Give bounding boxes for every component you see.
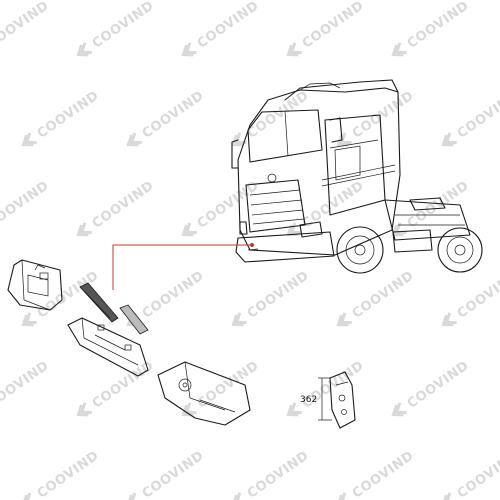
dimension-label: 362 xyxy=(300,395,317,405)
watermark-tile: COOVIND xyxy=(441,88,500,147)
watermark-logo-icon xyxy=(181,222,197,237)
watermark-logo-icon xyxy=(441,312,457,327)
watermark-tile: COOVIND xyxy=(231,88,312,147)
watermark-text: COOVIND xyxy=(0,178,52,231)
watermark-text: COOVIND xyxy=(0,0,52,52)
watermark-tile: COOVIND xyxy=(126,88,207,147)
part-grille-insert xyxy=(79,282,119,323)
watermark-logo-icon xyxy=(231,132,247,147)
watermark-text: COOVIND xyxy=(300,0,367,52)
watermark-text: COOVIND xyxy=(350,268,417,321)
watermark-text: COOVIND xyxy=(245,448,312,500)
watermark-tile: COOVIND xyxy=(181,358,262,417)
watermark-tile: COOVIND xyxy=(21,448,102,500)
watermark-tile: COOVIND xyxy=(21,88,102,147)
watermark-tile: COOVIND xyxy=(336,88,417,147)
part-step-panel xyxy=(157,361,251,426)
watermark-text: COOVIND xyxy=(195,0,262,52)
watermark-tile: COOVIND xyxy=(231,268,312,327)
leader-line xyxy=(112,244,252,290)
part-trim-insert xyxy=(119,304,149,335)
watermark-logo-icon xyxy=(391,402,407,417)
watermark-logo-icon xyxy=(336,132,352,147)
watermark-text: COOVIND xyxy=(140,448,207,500)
watermark-logo-icon xyxy=(76,402,92,417)
watermark-logo-icon xyxy=(126,492,142,500)
truck-illustration xyxy=(231,79,483,274)
watermark-logo-icon xyxy=(21,492,37,500)
watermark-tile: COOVIND xyxy=(76,358,157,417)
watermark-tile: COOVIND xyxy=(76,0,157,57)
watermark-tile: COOVIND xyxy=(181,0,262,57)
watermark-tile: COOVIND xyxy=(336,268,417,327)
watermark-tile: COOVIND xyxy=(0,178,52,231)
watermark-text: COOVIND xyxy=(245,268,312,321)
watermark-text: COOVIND xyxy=(195,358,262,411)
watermark-tile: COOVIND xyxy=(231,448,312,500)
watermark-logo-icon xyxy=(231,312,247,327)
watermark-tile: COOVIND xyxy=(441,448,500,500)
watermark-text: COOVIND xyxy=(140,88,207,141)
part-bumper-panel xyxy=(67,317,149,377)
watermark-text: COOVIND xyxy=(350,88,417,141)
watermark-logo-icon xyxy=(286,42,302,57)
watermark-logo-icon xyxy=(76,42,92,57)
watermark-tile: COOVIND xyxy=(286,0,367,57)
watermark-text: COOVIND xyxy=(90,178,157,231)
part-mounting-bracket: 362 xyxy=(300,371,356,429)
watermark-logo-icon xyxy=(286,402,302,417)
watermark-text: COOVIND xyxy=(350,448,417,500)
watermark-tile: COOVIND xyxy=(391,0,472,57)
watermark-tile: COOVIND xyxy=(391,358,472,417)
watermark-tile: COOVIND xyxy=(76,178,157,237)
watermark-text: COOVIND xyxy=(90,0,157,52)
watermark-tile: COOVIND xyxy=(336,448,417,500)
watermark-tile: COOVIND xyxy=(0,358,52,411)
watermark-logo-icon xyxy=(181,42,197,57)
watermark-tile: COOVIND xyxy=(0,0,52,52)
watermark-logo-icon xyxy=(336,312,352,327)
watermark-tile: COOVIND xyxy=(391,178,472,237)
leader-line-endpoint xyxy=(250,243,254,247)
watermark-logo-icon xyxy=(76,222,92,237)
watermark-logo-icon xyxy=(391,42,407,57)
watermark-logo-icon xyxy=(231,492,247,500)
watermark-text: COOVIND xyxy=(405,358,472,411)
watermark-text: COOVIND xyxy=(455,88,500,141)
watermark-logo-icon xyxy=(21,312,37,327)
watermark-logo-icon xyxy=(441,132,457,147)
watermark-tile: COOVIND xyxy=(441,268,500,327)
watermark-text: COOVIND xyxy=(35,448,102,500)
watermark-text: COOVIND xyxy=(455,448,500,500)
watermark-text: COOVIND xyxy=(405,0,472,52)
part-corner-bracket xyxy=(7,259,63,311)
watermark-logo-icon xyxy=(441,492,457,500)
watermark-text: COOVIND xyxy=(405,178,472,231)
watermark-logo-icon xyxy=(126,132,142,147)
watermark-logo-icon xyxy=(336,492,352,500)
watermark-tile: COOVIND xyxy=(181,178,262,237)
watermark-text: COOVIND xyxy=(0,358,52,411)
watermark-text: COOVIND xyxy=(455,268,500,321)
watermark-logo-icon xyxy=(21,132,37,147)
watermark-tile: COOVIND xyxy=(126,448,207,500)
watermark-text: COOVIND xyxy=(140,268,207,321)
watermark-text: COOVIND xyxy=(35,88,102,141)
